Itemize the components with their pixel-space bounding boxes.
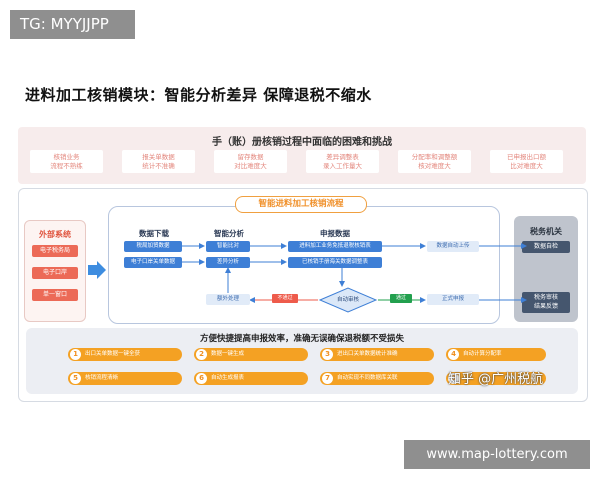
benefit-number: 5 bbox=[70, 373, 81, 384]
arrow-external-icon bbox=[88, 261, 106, 279]
benefit-number: 3 bbox=[322, 349, 333, 360]
zhihu-watermark: 知乎 @广州税航 bbox=[448, 372, 544, 387]
fail-label: 不通过 bbox=[272, 294, 298, 303]
benefit-text: 数据一键生成 bbox=[211, 351, 245, 357]
challenge-line: 报关单数据 bbox=[142, 152, 175, 161]
flow-title: 智能进料加工核销流程 bbox=[235, 196, 367, 213]
benefits-panel: 方便快捷提高申报效率，准确无误确保退税额不受损失 1 出口关单数据一键全获 2 … bbox=[26, 328, 578, 394]
tax-authority-panel: 税务机关 数据自检 税务审核 结果反馈 bbox=[514, 216, 578, 322]
benefit-item: 1 出口关单数据一键全获 bbox=[68, 348, 182, 361]
benefits-title: 方便快捷提高申报效率，准确无误确保退税额不受损失 bbox=[199, 334, 404, 344]
benefit-text: 自动计算分配率 bbox=[463, 351, 502, 357]
tax-item-self-check: 数据自检 bbox=[522, 241, 570, 253]
external-item-eport: 电子口岸 bbox=[32, 267, 78, 279]
benefit-text: 自动生成报表 bbox=[211, 375, 245, 381]
challenge-item: 留存数据 对比难度大 bbox=[214, 150, 287, 173]
external-item-etax: 电子税务局 bbox=[32, 245, 78, 257]
challenge-item: 已申报出口额 比对难度大 bbox=[490, 150, 563, 173]
upload-box: 数据自动上传 bbox=[427, 241, 479, 252]
download-item-tax-data: 税局加贸数据 bbox=[124, 241, 182, 252]
benefit-item: 8 bbox=[446, 372, 546, 385]
benefit-number: 4 bbox=[448, 349, 459, 360]
watermark-top: TG: MYYJJPP bbox=[10, 10, 135, 39]
challenge-item: 报关单数据 统计不准确 bbox=[122, 150, 195, 173]
benefit-number: 2 bbox=[196, 349, 207, 360]
pass-label: 通过 bbox=[390, 294, 412, 303]
tax-item-line: 结果反馈 bbox=[533, 303, 558, 310]
tax-authority-title: 税务机关 bbox=[530, 227, 562, 236]
challenge-item: 差异调整表 录入工作量大 bbox=[306, 150, 379, 173]
challenge-item: 分配率和调整额 核对难度大 bbox=[398, 150, 471, 173]
formal-declare-box: 正式申报 bbox=[427, 294, 479, 305]
benefit-number: 1 bbox=[70, 349, 81, 360]
benefit-item: 7 自动实现不同数据库关联 bbox=[320, 372, 434, 385]
challenge-line: 留存数据 bbox=[237, 152, 264, 161]
benefit-item: 5 核销流程清晰 bbox=[68, 372, 182, 385]
declare-item-verification-form: 进料加工业务免抵退税核销表 bbox=[288, 241, 382, 252]
challenge-line: 对比难度大 bbox=[234, 161, 267, 170]
benefit-number: 8 bbox=[448, 373, 459, 384]
benefit-text: 核销流程清晰 bbox=[85, 375, 119, 381]
benefit-number: 6 bbox=[196, 373, 207, 384]
benefit-text: 进出口关单数据统计准确 bbox=[337, 351, 398, 357]
challenge-line: 比对难度大 bbox=[510, 161, 543, 170]
adjust-box: 额外处理 bbox=[206, 294, 250, 305]
external-system-panel: 外部系统 电子税务局 电子口岸 单一窗口 bbox=[24, 220, 86, 322]
download-item-eport-data: 电子口岸关单数据 bbox=[124, 257, 182, 268]
benefit-item: 3 进出口关单数据统计准确 bbox=[320, 348, 434, 361]
tax-item-line: 税务审核 bbox=[533, 294, 558, 301]
benefit-item: 6 自动生成报表 bbox=[194, 372, 308, 385]
declare-item-adjustment-form: 已核销手册海关数据调整表 bbox=[288, 257, 382, 268]
challenge-line: 录入工作量大 bbox=[323, 161, 362, 170]
check-label: 自动审核 bbox=[336, 297, 359, 303]
benefit-number: 7 bbox=[322, 373, 333, 384]
benefit-text: 自动实现不同数据库关联 bbox=[337, 375, 398, 381]
challenge-line: 流程不熟练 bbox=[50, 161, 83, 170]
challenge-line: 差异调整表 bbox=[326, 152, 359, 161]
external-system-title: 外部系统 bbox=[39, 230, 71, 239]
challenge-line: 已申报出口额 bbox=[507, 152, 546, 161]
external-item-single-window: 单一窗口 bbox=[32, 289, 78, 301]
declare-title: 申报数据 bbox=[320, 229, 350, 238]
challenge-line: 核销业务 bbox=[53, 152, 80, 161]
analysis-item-diff: 差异分析 bbox=[206, 257, 250, 268]
benefit-item: 4 自动计算分配率 bbox=[446, 348, 546, 361]
check-diamond-icon bbox=[318, 287, 378, 313]
page-headline: 进料加工核销模块：智能分析差异 保障退税不缩水 bbox=[25, 86, 372, 104]
benefit-text: 出口关单数据一键全获 bbox=[85, 351, 141, 357]
download-title: 数据下载 bbox=[139, 229, 169, 238]
tax-item-review: 税务审核 结果反馈 bbox=[522, 292, 570, 313]
watermark-url: www.map-lottery.com bbox=[404, 440, 590, 469]
challenges-title: 手（账）册核销过程中面临的困难和挑战 bbox=[212, 137, 392, 148]
challenge-line: 统计不准确 bbox=[142, 161, 175, 170]
analysis-item-compare: 智能比对 bbox=[206, 241, 250, 252]
benefit-item: 2 数据一键生成 bbox=[194, 348, 308, 361]
challenge-line: 核对难度大 bbox=[418, 161, 451, 170]
challenge-item: 核销业务 流程不熟练 bbox=[30, 150, 103, 173]
challenge-line: 分配率和调整额 bbox=[411, 152, 458, 161]
challenges-panel: 手（账）册核销过程中面临的困难和挑战 核销业务 流程不熟练 报关单数据 统计不准… bbox=[18, 127, 586, 184]
analysis-title: 智能分析 bbox=[214, 229, 244, 238]
